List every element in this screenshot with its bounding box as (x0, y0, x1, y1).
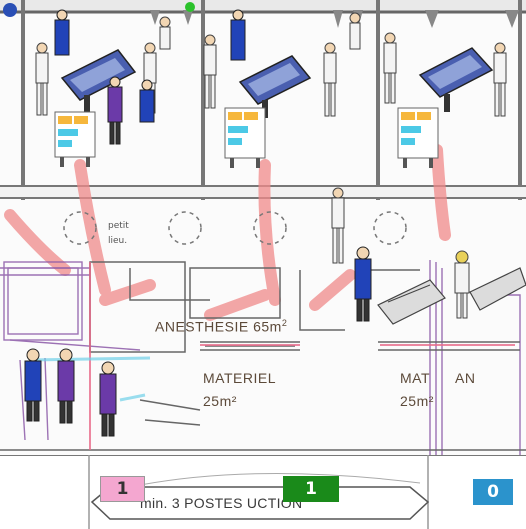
cyan-sketch (29, 356, 151, 402)
plan-dashed-circles (63, 211, 407, 245)
materiel2-room-label-suffix: AN (455, 370, 476, 386)
staff-member-blue[interactable] (107, 76, 123, 145)
materiel-room-area: 25m² (203, 393, 237, 409)
operating-room-walls (21, 0, 522, 200)
sketch-note-text: petit (108, 221, 129, 231)
staff-member-blue[interactable] (230, 9, 246, 61)
green-counter-badge[interactable]: 1 (283, 476, 339, 502)
operating-bed[interactable] (60, 49, 137, 115)
pink-sketch-strokes (4, 144, 451, 321)
staff-member-blue[interactable] (139, 79, 155, 123)
staff-member-blue[interactable] (354, 246, 372, 322)
staff-member-white[interactable] (159, 16, 171, 50)
floor-plan: petit lieu. (0, 0, 526, 455)
staff-member-white[interactable] (35, 42, 49, 116)
staff-member-blue[interactable] (57, 348, 75, 424)
recovery-bed[interactable] (469, 267, 526, 311)
recovery-bed[interactable] (377, 279, 446, 325)
materiel2-room-area: 25m² (400, 393, 434, 409)
grey-sketch-outlines (0, 261, 526, 451)
purple-sketch-outlines (0, 260, 521, 455)
hud-frame (0, 455, 526, 529)
green-indicator-icon (185, 2, 195, 12)
staff-member-blue[interactable] (24, 348, 42, 422)
staff-member-white[interactable] (454, 250, 470, 319)
staff-member-white[interactable] (203, 34, 217, 109)
svg-text:lieu.: lieu. (108, 236, 127, 246)
pink-partition-lines (89, 262, 515, 450)
staff-member-blue[interactable] (99, 361, 117, 437)
instrument-cart[interactable] (54, 111, 96, 167)
staff-member-white[interactable] (349, 12, 361, 50)
bottom-hud (0, 455, 526, 529)
blue-counter-badge[interactable]: 0 (473, 479, 513, 505)
materiel-room-label: MATERIEL (203, 370, 276, 386)
operating-bed[interactable] (418, 47, 494, 112)
staff-member-white[interactable] (331, 187, 345, 264)
pink-counter-badge[interactable]: 1 (100, 476, 145, 502)
staff-member-blue[interactable] (54, 9, 70, 56)
anesthesia-room-label: ANESTHESIE 65m2 (155, 318, 288, 335)
instrument-cart[interactable] (397, 107, 439, 168)
top-left-person-head-icon (3, 3, 17, 17)
instrument-cart[interactable] (224, 107, 266, 168)
materiel2-room-label: MAT (400, 370, 431, 386)
staff-member-white[interactable] (323, 42, 337, 117)
objective-banner-text: min. 3 POSTES UCTION (140, 495, 303, 511)
staff-member-white[interactable] (383, 32, 397, 104)
staff-member-white[interactable] (493, 42, 507, 117)
